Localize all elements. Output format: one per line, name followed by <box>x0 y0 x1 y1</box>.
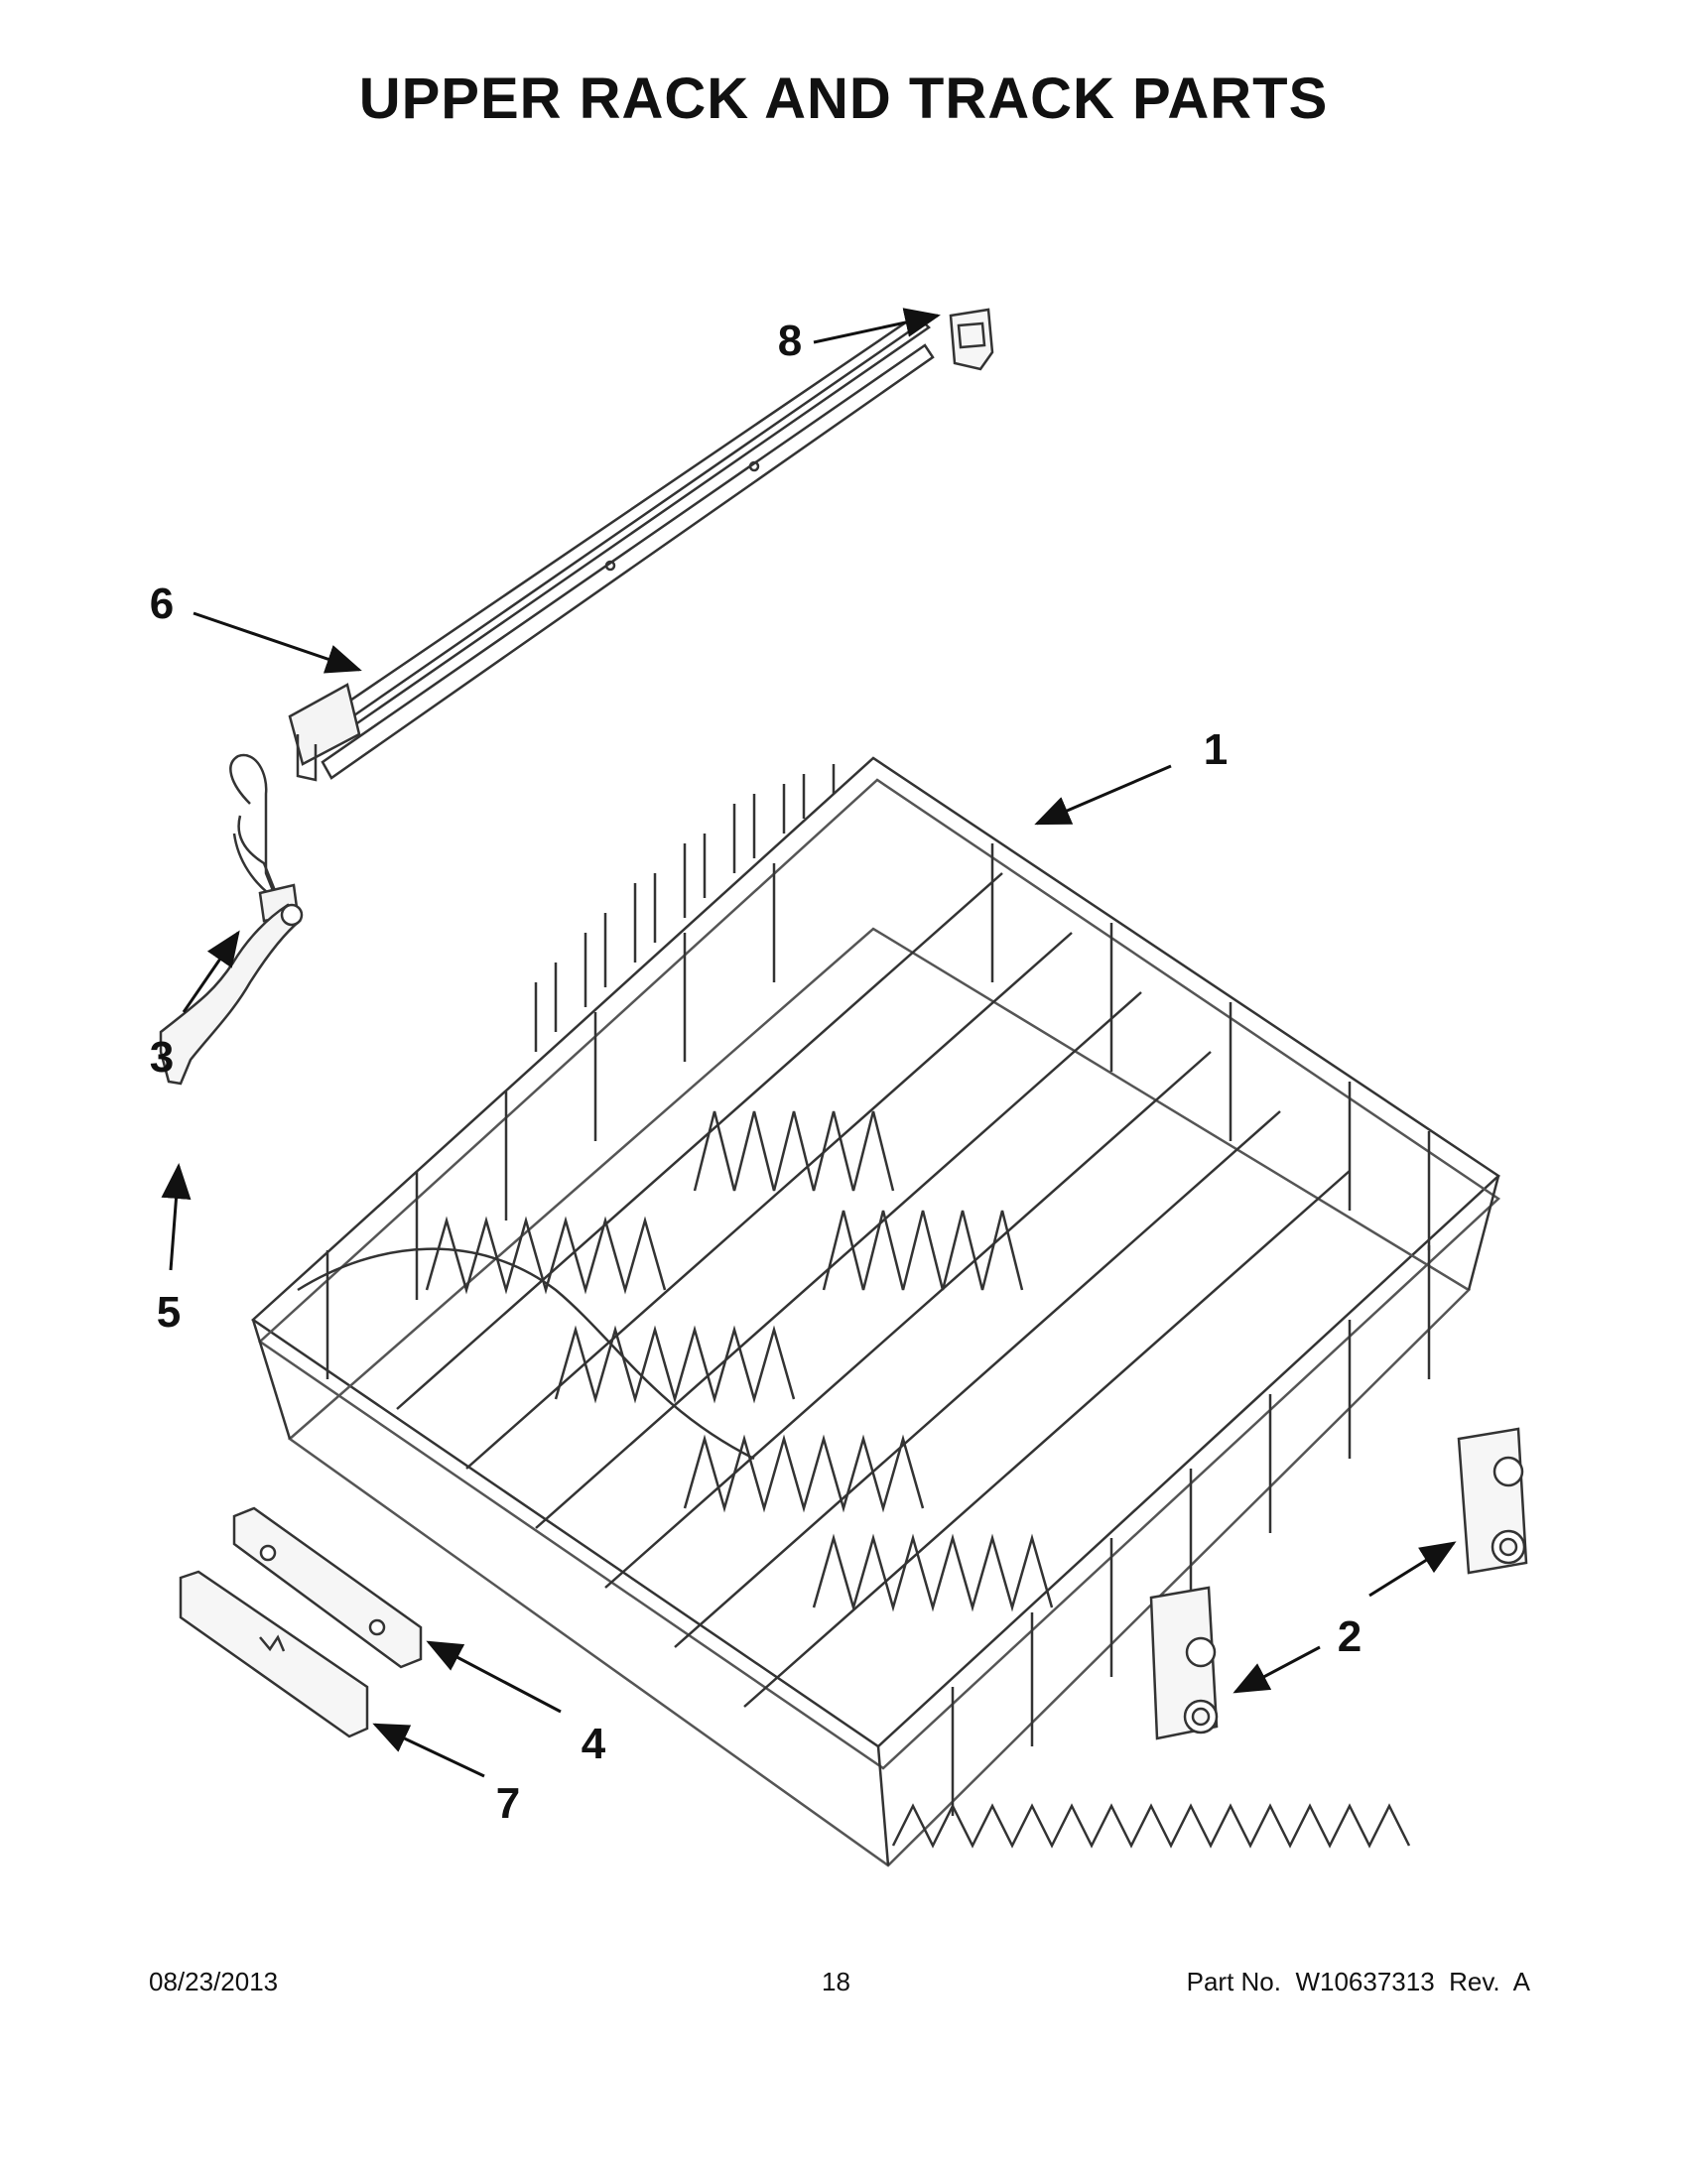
page-title: UPPER RACK AND TRACK PARTS <box>358 66 1329 131</box>
end-stop-part <box>949 308 994 371</box>
callout-8: 8 <box>778 317 802 365</box>
handle-cover-part <box>179 1570 369 1738</box>
footer-part-number: Part No. W10637313 Rev. A <box>1186 1967 1530 1996</box>
footer-date: 08/23/2013 <box>149 1967 279 1996</box>
callout-5: 5 <box>157 1288 181 1337</box>
leader-arrows <box>161 308 1457 1778</box>
upper-rack-part <box>250 756 1501 1867</box>
handle-base-part <box>232 1506 423 1669</box>
track-rail-part <box>288 314 935 782</box>
callout-7: 7 <box>496 1779 520 1828</box>
adjuster-lever-part <box>159 903 304 1086</box>
callout-2: 2 <box>1338 1612 1362 1661</box>
callout-1: 1 <box>1204 725 1228 774</box>
footer-page-number: 18 <box>822 1967 850 1996</box>
callout-3: 3 <box>150 1033 174 1082</box>
callout-4: 4 <box>582 1720 606 1768</box>
wheel-assembly-part <box>1149 1427 1528 1740</box>
spring-clip-part <box>229 753 300 923</box>
callout-6: 6 <box>150 579 174 628</box>
